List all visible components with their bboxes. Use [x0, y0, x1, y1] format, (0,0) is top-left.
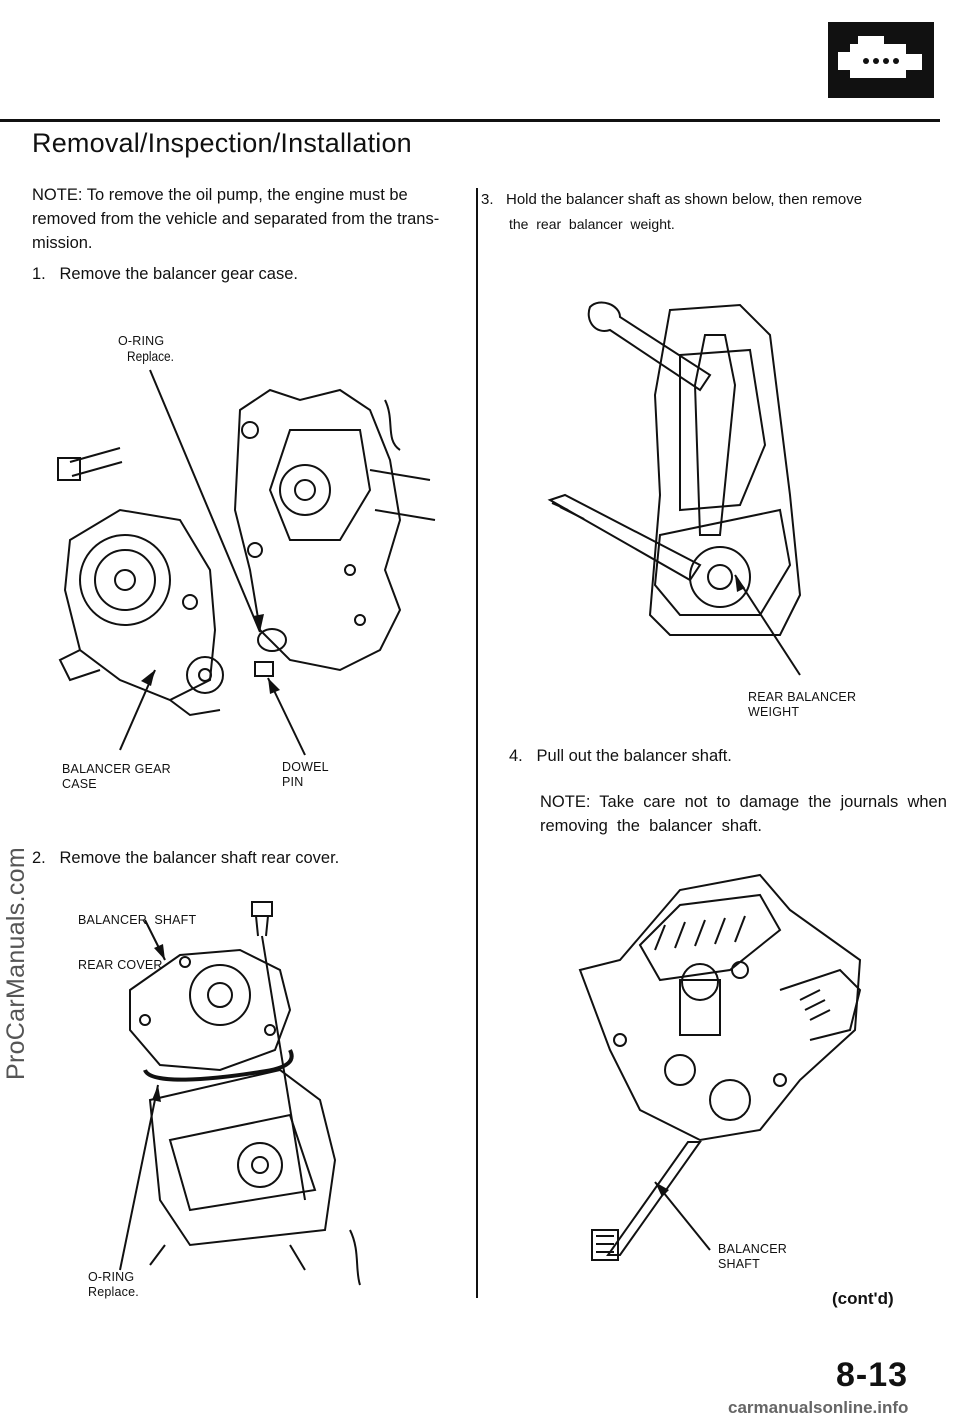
step-2: 2. Remove the balancer shaft rear cover. — [32, 849, 340, 867]
fig1-oring-label: O-RING — [118, 334, 165, 348]
note-line: mission. — [32, 234, 93, 252]
engine-icon — [828, 22, 934, 98]
step-3-line: the rear balancer weight. — [509, 216, 675, 232]
step-1: 1. Remove the balancer gear case. — [32, 265, 298, 283]
step-3: 3. Hold the balancer shaft as shown belo… — [481, 188, 862, 236]
note-journals-line: removing the balancer shaft. — [540, 817, 762, 835]
fig2-cover-label: BALANCER SHAFT REAR COVER — [78, 883, 196, 988]
fig2-oring-label-line: O-RING — [88, 1270, 135, 1284]
balancer-gear-case-illustration — [57, 369, 436, 756]
note-line: removed from the vehicle and separated f… — [32, 210, 440, 228]
note-removal: NOTE: To remove the oil pump, the engine… — [32, 183, 452, 255]
fig1-dowel-label-line: DOWEL — [282, 760, 329, 774]
note-journals: NOTE: Take care not to damage the journa… — [540, 790, 947, 838]
fig1-case-label-line: BALANCER GEAR — [62, 762, 171, 776]
fig2-oring-label: O-RING Replace. — [88, 1270, 139, 1300]
step-4: 4. Pull out the balancer shaft. — [509, 747, 732, 765]
step-3-line: 3. Hold the balancer shaft as shown belo… — [481, 191, 863, 208]
fig4-shaft-label-line: BALANCER — [718, 1242, 787, 1256]
watermark-text: ProCarManuals.com — [2, 847, 30, 1080]
fig1-case-label: BALANCER GEAR CASE — [62, 762, 171, 792]
fig1-oring-sub: Replace. — [127, 348, 174, 364]
fig3-weight-label-line: REAR BALANCER — [748, 690, 857, 704]
fig2-oring-label-line: Replace. — [88, 1285, 139, 1299]
balancer-shaft-illustration — [578, 873, 862, 1261]
fig1-dowel-label: DOWEL PIN — [282, 760, 329, 790]
fig3-weight-label-line: WEIGHT — [748, 705, 800, 719]
rear-balancer-weight-illustration — [547, 301, 802, 676]
footer-url[interactable]: carmanualsonline.info — [728, 1398, 909, 1417]
fig4-shaft-label-line: SHAFT — [718, 1257, 760, 1271]
balancer-shaft-rear-cover-illustration — [119, 901, 361, 1286]
note-journals-line: NOTE: Take care not to damage the journa… — [540, 793, 947, 811]
fig2-cover-label-line: BALANCER SHAFT — [78, 913, 197, 927]
fig3-weight-label: REAR BALANCER WEIGHT — [748, 690, 856, 720]
fig1-case-label-line: CASE — [62, 777, 97, 791]
header-rule — [0, 119, 940, 122]
column-divider — [476, 188, 478, 1298]
fig4-shaft-label: BALANCER SHAFT — [718, 1242, 787, 1272]
note-line: NOTE: To remove the oil pump, the engine… — [32, 186, 408, 204]
fig1-dowel-label-line: PIN — [282, 775, 304, 789]
page-title: Removal/Inspection/Installation — [32, 128, 412, 158]
continued-indicator: (cont'd) — [832, 1289, 894, 1308]
page-number: 8-13 — [836, 1356, 909, 1394]
fig2-cover-label-line: REAR COVER — [78, 958, 163, 972]
